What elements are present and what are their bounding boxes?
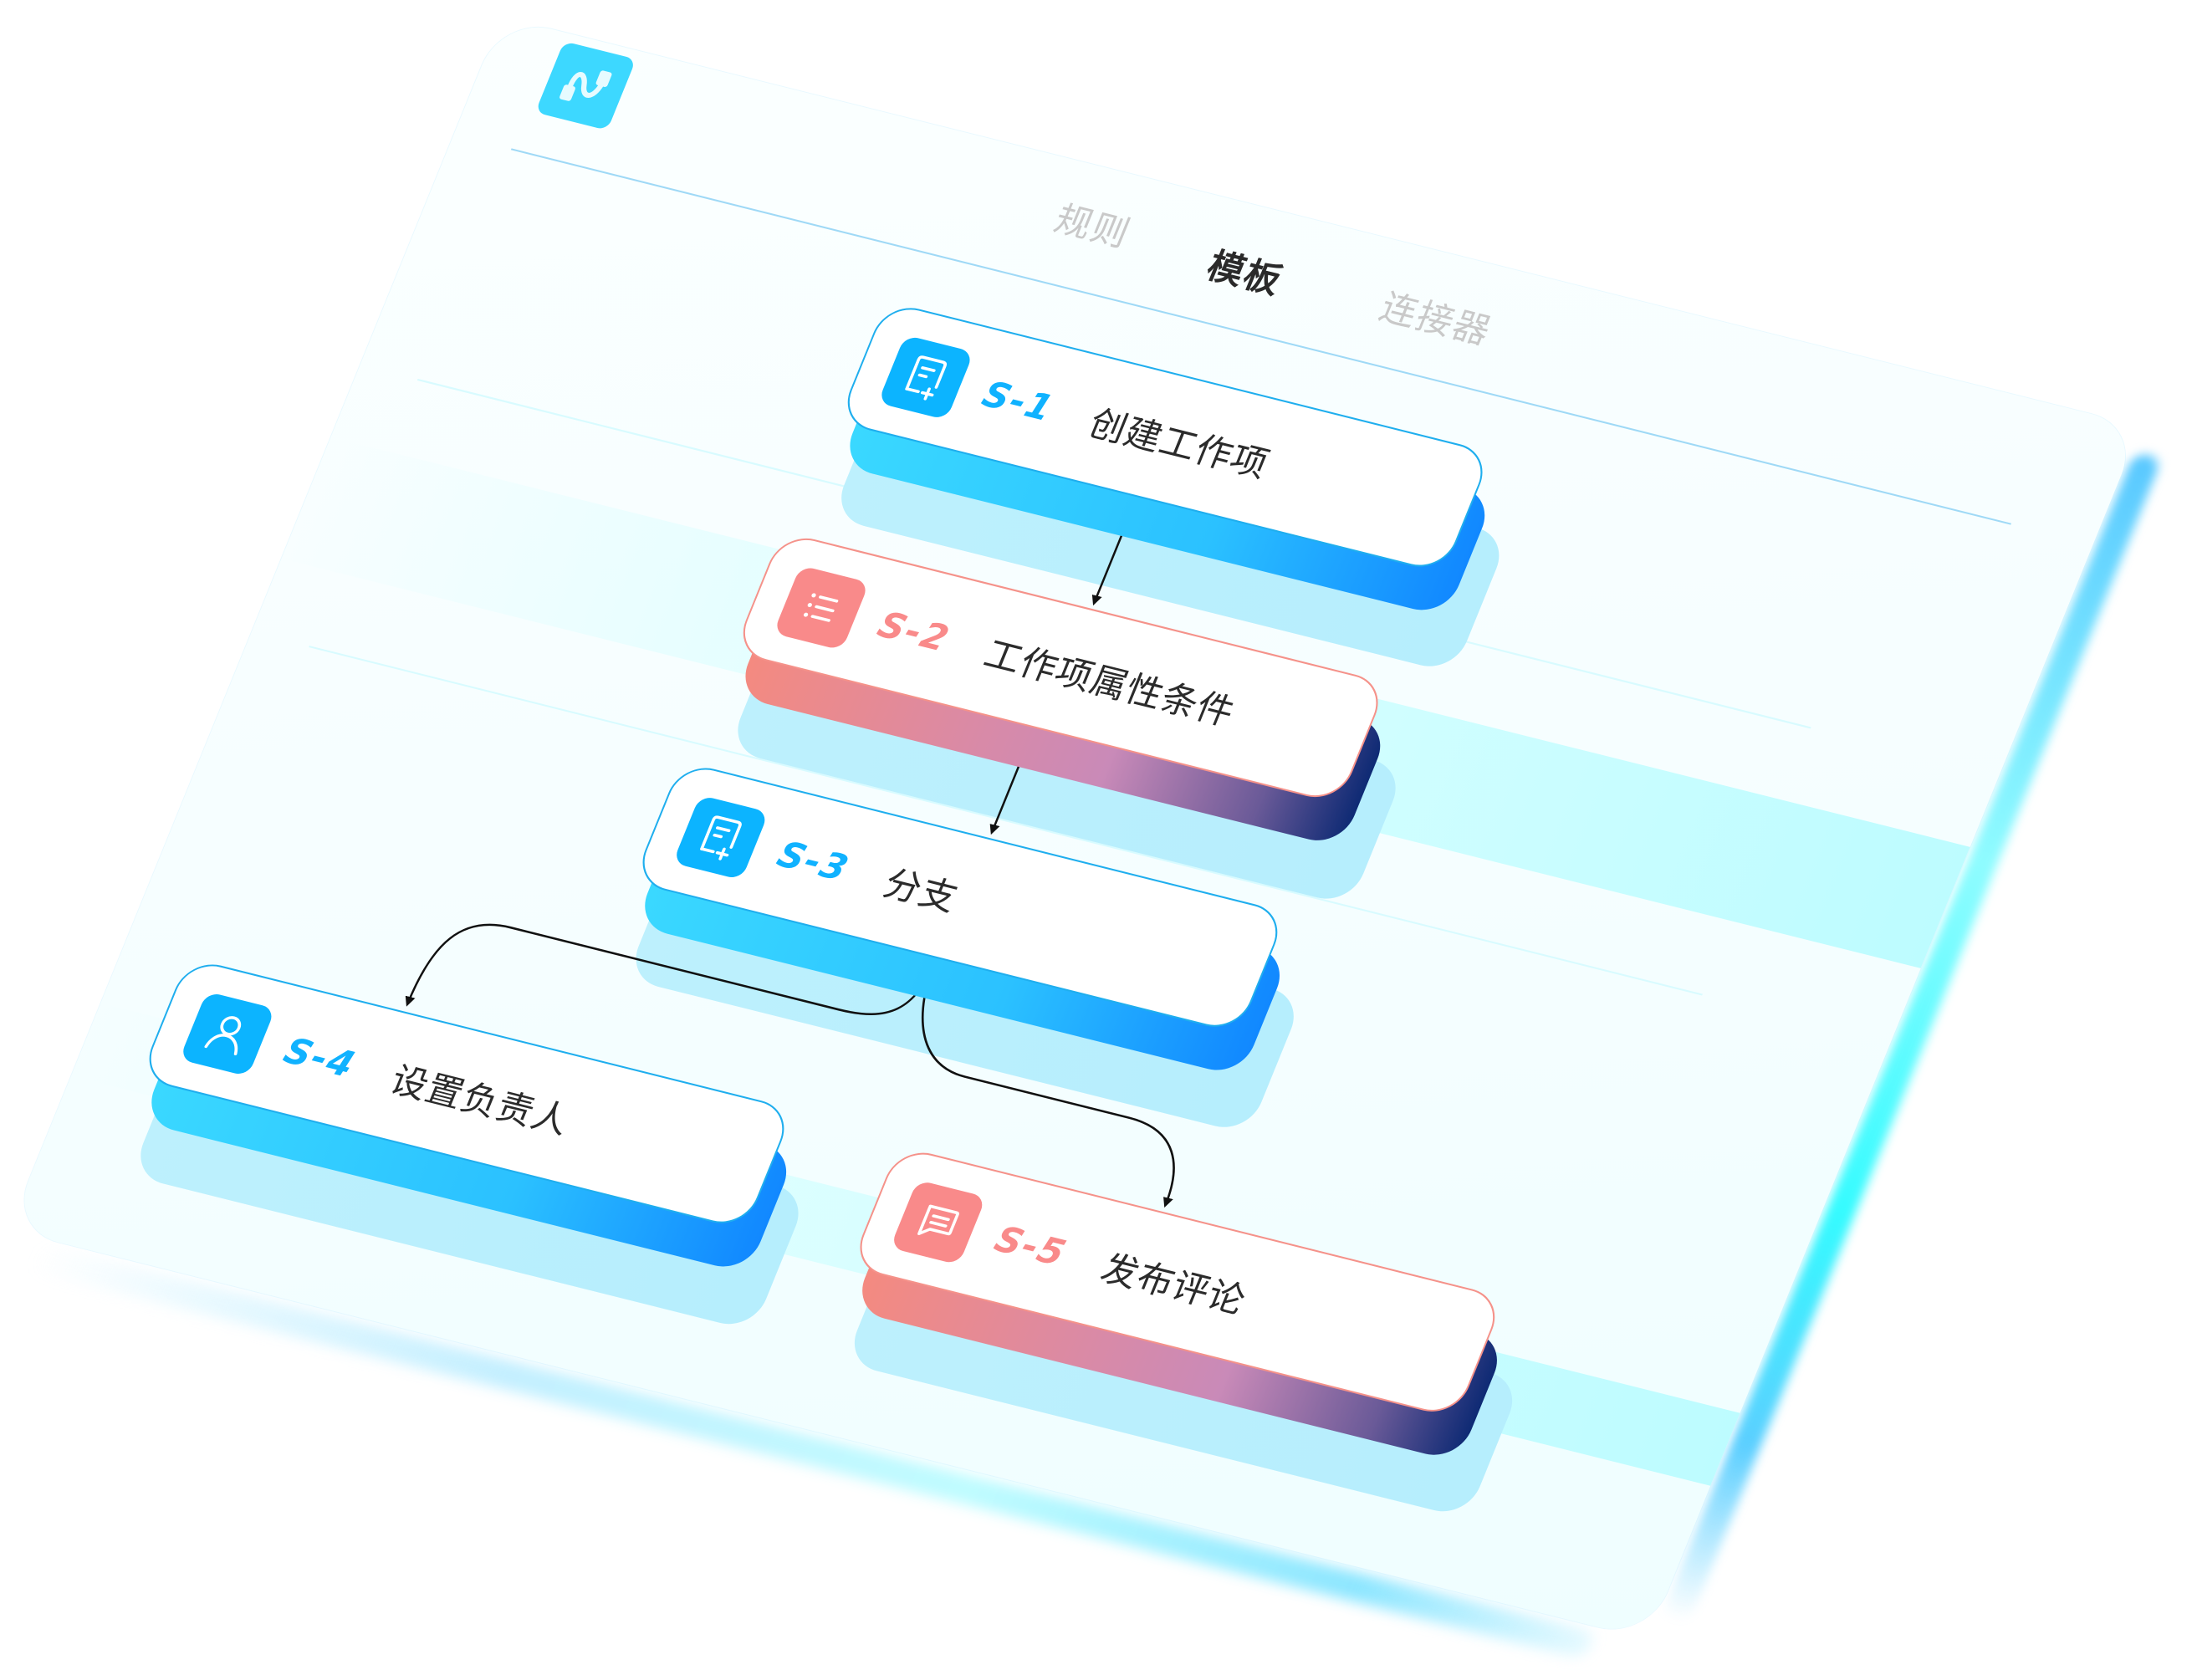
workflow-curve-icon [559, 70, 612, 101]
flow-step-s2[interactable]: S-2 工作项属性条件 [733, 531, 1391, 848]
tab-rules[interactable]: 规则 [1048, 197, 1137, 256]
card-face: S-1 创建工作项 [837, 300, 1494, 574]
comment-icon [917, 1204, 959, 1236]
card-face: S-4 设置负责人 [138, 957, 795, 1231]
list-icon [803, 593, 839, 622]
step-icon-badge [890, 1179, 987, 1265]
tab-templates[interactable]: 模板 [1201, 244, 1290, 303]
flow-step-s5[interactable]: S-5 发布评论 [849, 1146, 1508, 1463]
flow-step-s4[interactable]: S-4 设置负责人 [138, 957, 797, 1274]
step-title: 设置负责人 [384, 1058, 577, 1142]
document-add-icon [905, 355, 948, 401]
user-icon [204, 1016, 242, 1055]
card-face: S-5 发布评论 [849, 1146, 1505, 1419]
automation-panel: 规则 模板 连接器 [8, 17, 2141, 1640]
step-code: S-5 [989, 1217, 1074, 1274]
card-face: S-2 工作项属性条件 [733, 531, 1389, 804]
flow-step-s1[interactable]: S-1 创建工作项 [837, 300, 1495, 617]
step-code: S-4 [278, 1029, 363, 1086]
step-title: 分支 [877, 861, 965, 919]
step-title: 创建工作项 [1083, 401, 1275, 486]
step-title: 工作项属性条件 [978, 631, 1242, 734]
app-logo[interactable] [534, 41, 636, 130]
step-icon-badge [877, 334, 974, 421]
step-icon-badge [672, 794, 769, 881]
step-icon-badge [773, 565, 870, 651]
tab-connectors[interactable]: 连接器 [1373, 285, 1499, 353]
document-add-icon [700, 815, 742, 860]
flow-step-s3[interactable]: S-3 分支 [631, 760, 1290, 1078]
step-code: S-1 [976, 372, 1061, 430]
step-code: S-3 [771, 832, 856, 890]
step-icon-badge [179, 991, 276, 1077]
step-code: S-2 [871, 602, 957, 660]
card-face: S-3 分支 [631, 760, 1289, 1034]
step-title: 发布评论 [1095, 1246, 1253, 1322]
